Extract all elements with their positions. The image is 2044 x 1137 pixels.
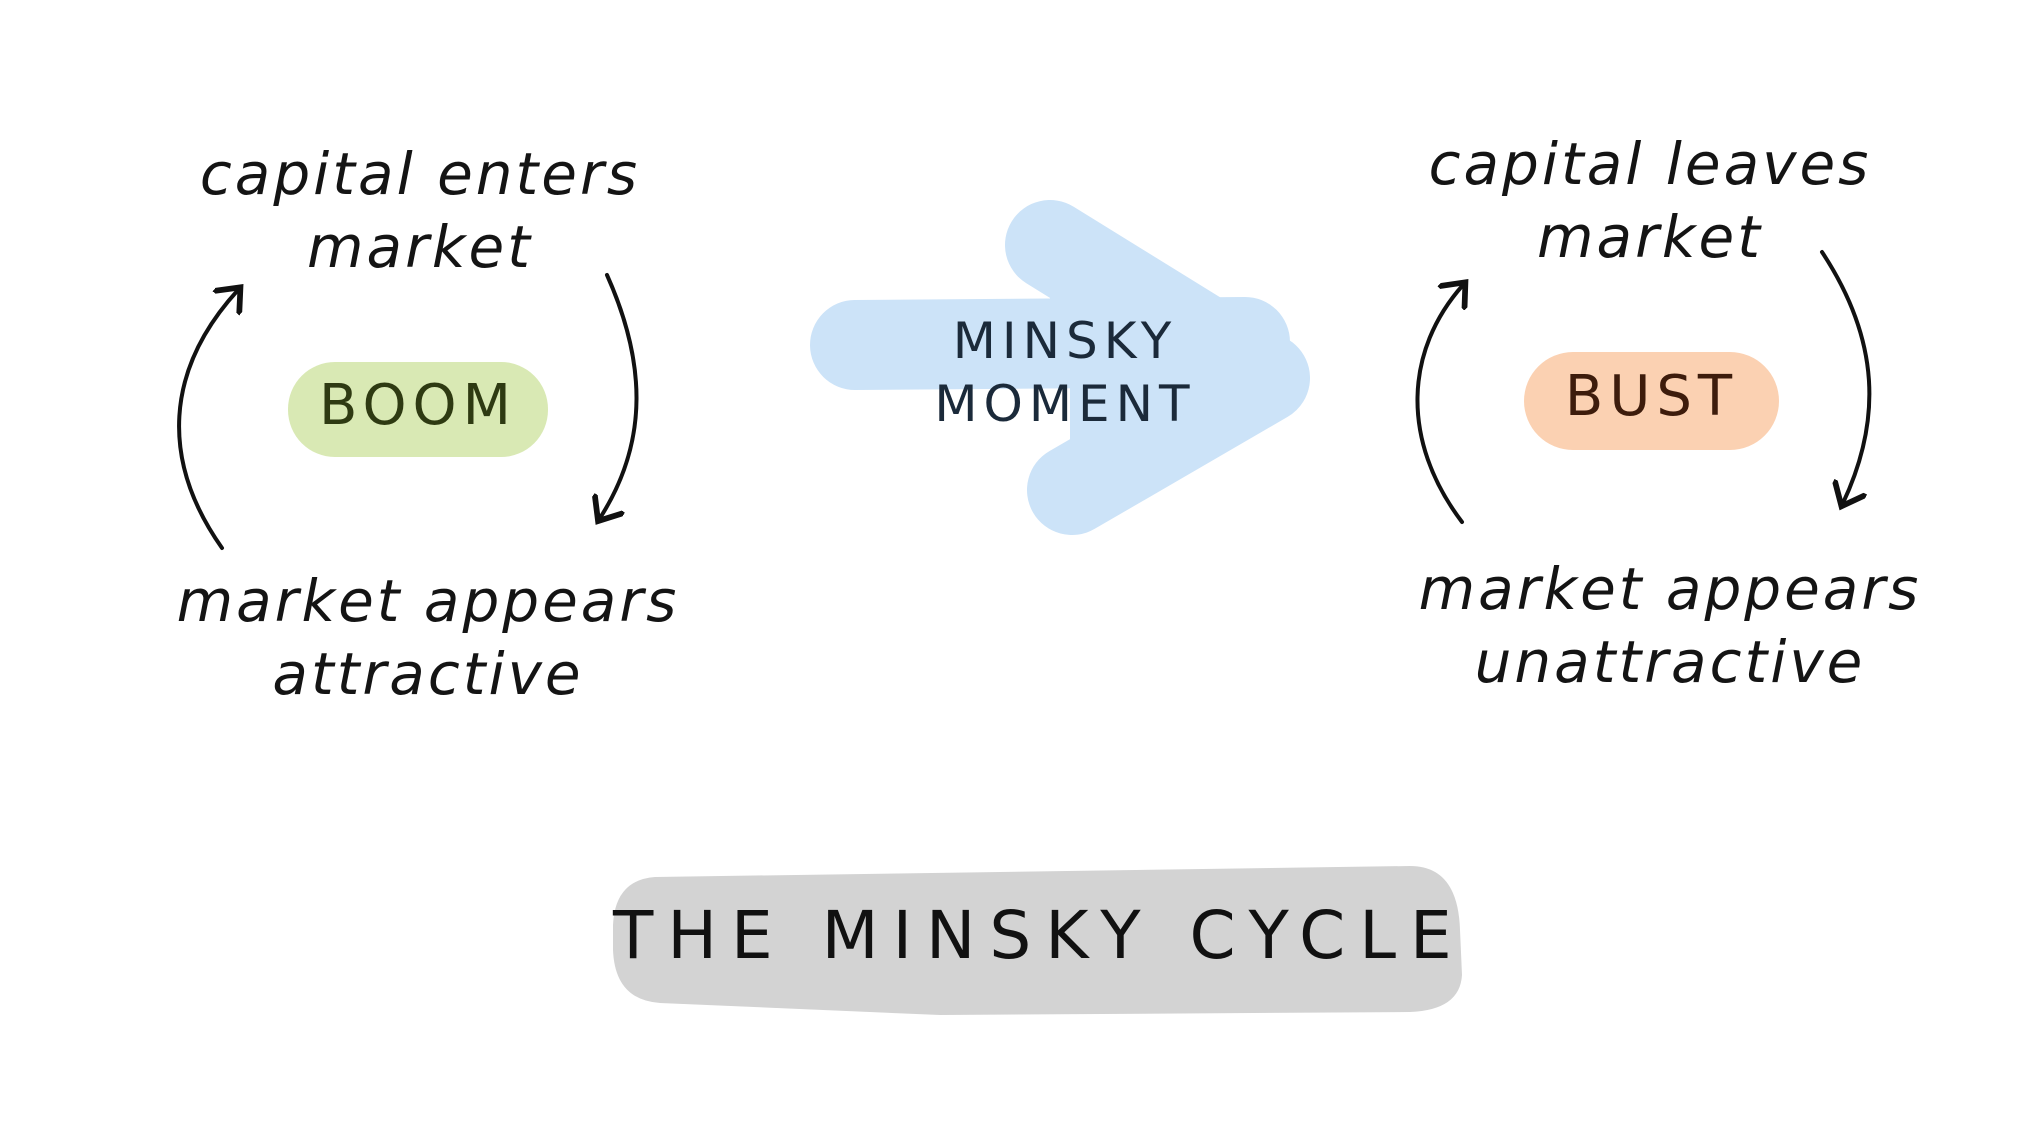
right-cycle-down-arrow-icon <box>1820 250 1872 503</box>
right-cycle-up-arrow-icon <box>1415 285 1463 524</box>
right-top-phrase: capital leaves market <box>1390 128 1910 273</box>
boom-pill <box>288 362 548 457</box>
left-cycle-down-arrow-icon <box>600 273 639 518</box>
left-bottom-line2: attractive <box>272 639 584 708</box>
boom-label: BOOM <box>319 373 517 438</box>
left-bottom-line1: market appears <box>176 567 680 635</box>
minsky-moment-arrow-icon <box>810 200 1310 535</box>
right-bottom-phrase: market appears unattractive <box>1410 553 1930 698</box>
bust-label: BUST <box>1564 364 1739 429</box>
bust-pill <box>1524 352 1779 450</box>
minsky-moment-line1: MINSKY <box>952 312 1178 370</box>
left-top-line2: market <box>307 212 533 281</box>
right-top-line1: capital leaves <box>1428 130 1872 198</box>
left-cycle-up-arrow-icon <box>177 290 238 550</box>
right-bottom-line1: market appears <box>1418 555 1922 623</box>
left-top-phrase: capital enters market <box>160 138 680 283</box>
diagram-title: THE MINSKY CYCLE <box>613 897 1466 974</box>
title-band <box>613 866 1462 1015</box>
right-top-line2: market <box>1537 202 1763 271</box>
minsky-moment-label: MINSKY MOMENT <box>900 310 1230 435</box>
left-bottom-phrase: market appears attractive <box>168 565 688 710</box>
right-bottom-line2: unattractive <box>1474 627 1866 696</box>
minsky-moment-line2: MOMENT <box>934 374 1196 433</box>
left-top-line1: capital enters <box>199 140 641 208</box>
